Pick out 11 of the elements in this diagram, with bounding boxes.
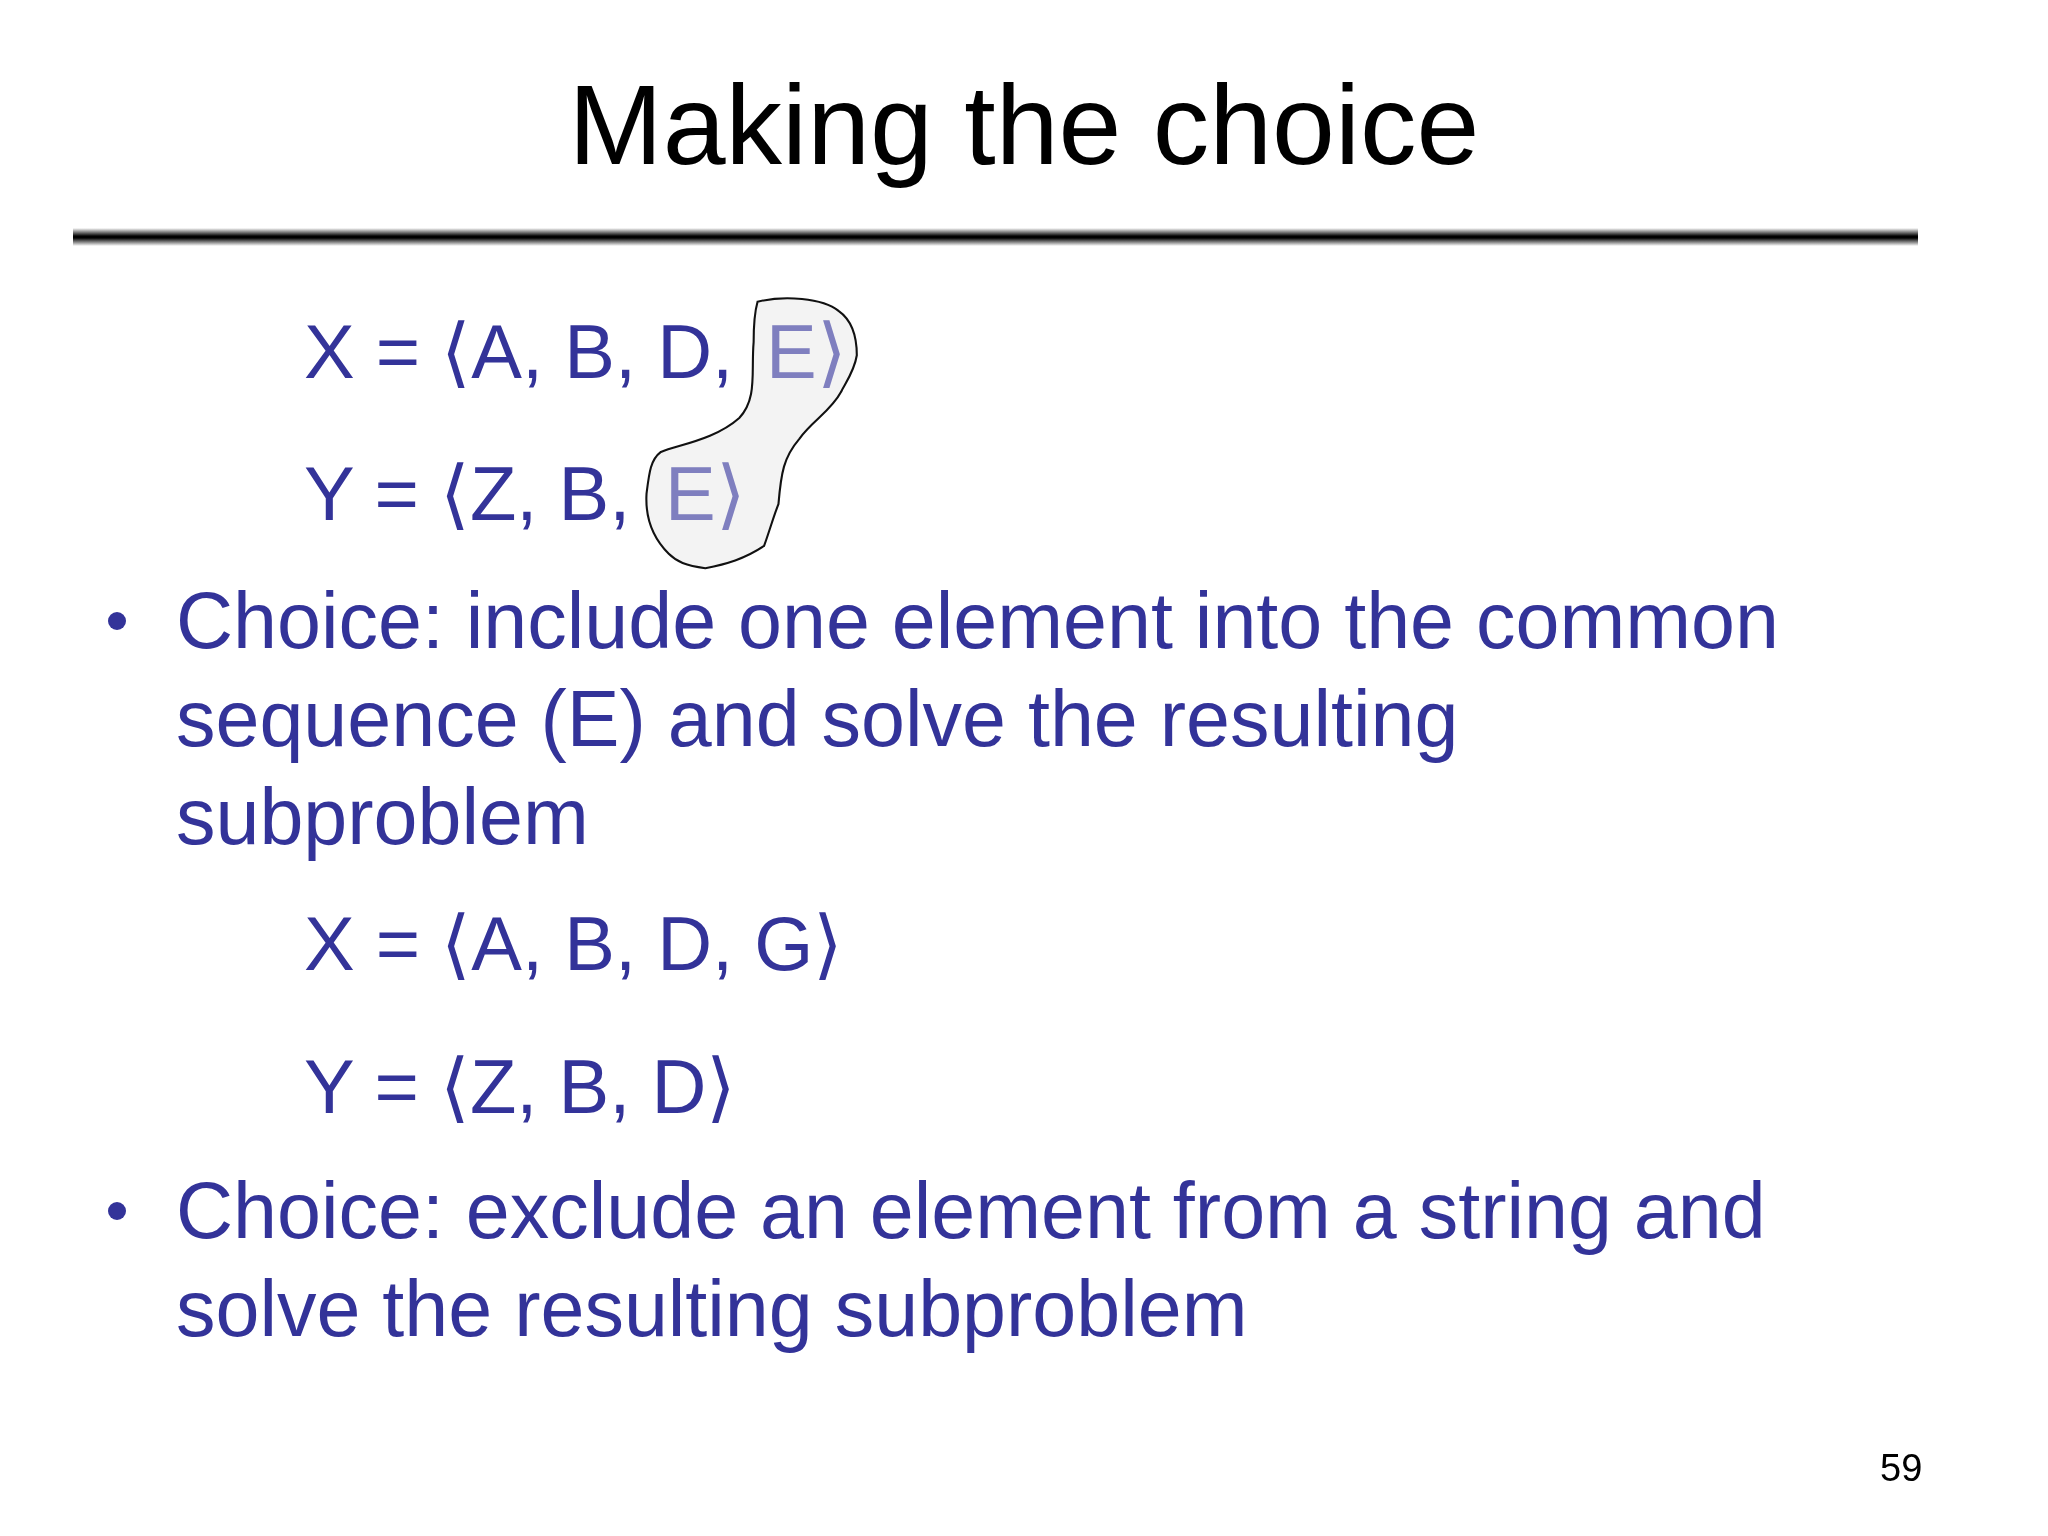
slide-title: Making the choice: [567, 61, 1481, 190]
page-number: 59: [1880, 1446, 1923, 1491]
sequence-text: X = ⟨A, B, D,: [304, 308, 734, 397]
sequence-text: Y = ⟨Z, B,: [304, 450, 631, 539]
sequence-text: Y = ⟨Z, B, D⟩: [304, 1043, 737, 1132]
divider-bar: [73, 228, 1918, 246]
sequence-text: X = ⟨A, B, D, G⟩: [304, 900, 844, 989]
bullet-text: Choice: include one element into the common sequence (E) and solve the resulting subproblem: [176, 575, 1780, 863]
highlighted-element: E⟩: [766, 308, 847, 397]
bullet-text: Choice: exclude an element from a string and solve the resulting subproblem: [176, 1165, 1767, 1355]
highlighted-element: E⟩: [665, 450, 746, 539]
